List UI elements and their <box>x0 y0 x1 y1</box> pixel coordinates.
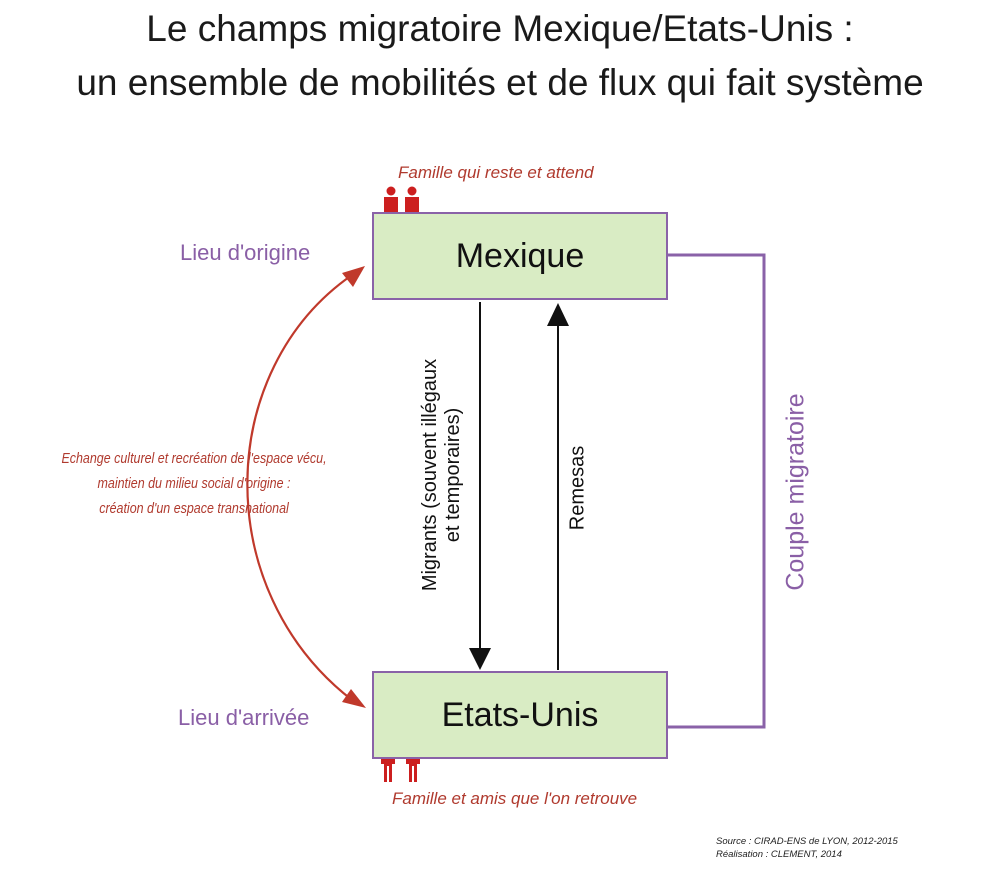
family-friends-note: Famille et amis que l'on retrouve <box>392 789 638 808</box>
migrants-flow-label: Migrants (souvent illégaux et temporaire… <box>419 359 465 591</box>
diagram-title-line-2: un ensemble de mobilités et de flux qui … <box>76 62 924 103</box>
lieu-origine-label: Lieu d'origine <box>180 240 311 265</box>
mexique-box: Mexique <box>372 212 668 300</box>
etats-unis-box: Etats-Unis <box>372 671 668 759</box>
exchange-arrowhead-top <box>342 266 365 287</box>
credits: Source : CIRAD-ENS de LYON, 2012-2015 Ré… <box>716 836 898 862</box>
diagram-title-line-1: Le champs migratoire Mexique/Etats-Unis … <box>146 8 854 49</box>
etats-unis-label: Etats-Unis <box>441 695 599 734</box>
exchange-arrowhead-bottom <box>342 689 366 708</box>
lieu-arrivee-label: Lieu d'arrivée <box>178 705 310 730</box>
remesas-arrowhead <box>547 303 569 326</box>
exchange-note-line-2: maintien du milieu social d'origine : <box>97 475 291 492</box>
remesas-flow-label: Remesas <box>566 445 589 531</box>
exchange-note-line-3: création d'un espace transnational <box>99 500 289 517</box>
migrants-arrowhead <box>469 648 491 670</box>
source-credit: Source : CIRAD-ENS de LYON, 2012-2015 <box>716 836 898 847</box>
author-credit: Réalisation : CLEMENT, 2014 <box>716 848 842 860</box>
migrants-flow-line-1: Migrants (souvent illégaux <box>419 358 441 592</box>
mexique-label: Mexique <box>455 236 585 275</box>
exchange-curve-arrow <box>246 274 353 701</box>
couple-migratoire-connector <box>668 253 766 729</box>
family-waits-note: Famille qui reste et attend <box>398 163 594 182</box>
exchange-note-line-1: Echange culturel et recréation de l'espa… <box>61 451 327 467</box>
migrants-flow-line-2: et temporaires) <box>442 407 464 543</box>
exchange-note: Echange culturel et recréation de l'espa… <box>34 447 354 522</box>
couple-migratoire-label: Couple migratoire <box>781 393 810 591</box>
